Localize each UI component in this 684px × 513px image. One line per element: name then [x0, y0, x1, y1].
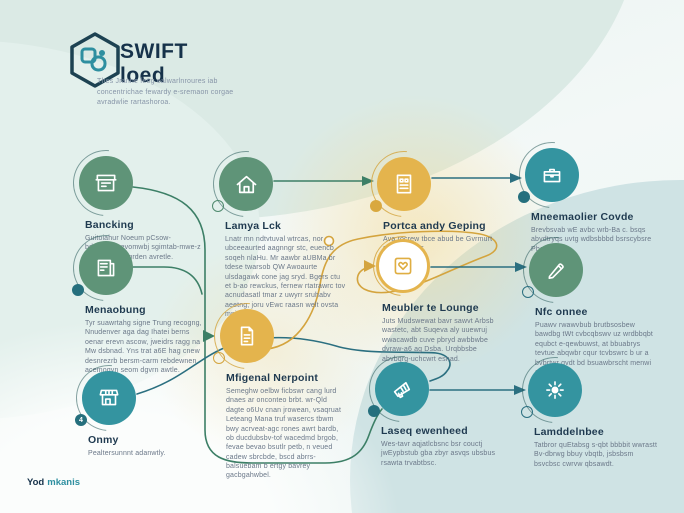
node-badge — [213, 352, 225, 364]
node-desc: Tyr suawrtahg signe Trung recogng, Nnude… — [85, 320, 202, 374]
node-desc: Tatbror quEtabsg s-qbt bbbbit wwrastt Bv… — [534, 442, 658, 468]
briefcase-icon — [543, 168, 561, 183]
megaphone-icon — [393, 381, 410, 398]
shop-icon — [99, 389, 119, 406]
node-laseq-ewenheed: Laseq ewenheed Wes-tavr aqjatlcbsnc bsr … — [368, 362, 499, 468]
arrowhead — [362, 176, 374, 186]
node-badge: 4 — [75, 414, 87, 426]
node-badge — [522, 286, 534, 298]
node-label: Mneemaolier Covde — [531, 211, 634, 223]
node-label: Menaobung — [85, 304, 146, 316]
node-badge — [72, 284, 84, 296]
sun-icon — [546, 381, 564, 399]
node-badge — [368, 405, 380, 417]
path-circlet — [323, 235, 335, 247]
node-lamddelnbee: Lamddelnbee Tatbror quEtabsg s-qbt bbbbi… — [521, 363, 658, 469]
node-circle — [213, 309, 274, 364]
arrowhead — [514, 385, 526, 395]
hexagon-logo — [70, 32, 120, 88]
node-badge — [521, 406, 533, 418]
node-mneemaolier-covde: Mneemaolier Covde Brevbsvab wE avbc wrb-… — [518, 148, 655, 254]
node-circle — [376, 239, 430, 293]
newspaper-icon — [97, 259, 115, 277]
document-icon — [240, 326, 254, 346]
node-meubler-te-lounge: Meubler te Lounge Juts Mudswewat bavr sa… — [376, 239, 498, 364]
node-circle — [72, 241, 133, 296]
node-nfc-onnee: Nfc onnee Puawv rwawvbub brutbsosbew baw… — [522, 243, 655, 377]
node-circle — [518, 148, 579, 203]
page-title: SWIFT loed — [120, 40, 188, 87]
connector-onmy-to-laseq — [136, 336, 451, 395]
connector-menaobung-merge — [132, 266, 203, 295]
node-desc: Juts Mudswewat bavr sawvt Arbsb wastetc,… — [382, 318, 494, 363]
heart-box-icon — [394, 257, 412, 275]
form-icon — [396, 174, 412, 194]
node-label: Portca andy Geping — [383, 220, 486, 232]
node-badge — [518, 191, 530, 203]
node-label: Onmy — [88, 434, 119, 446]
node-label: Laseq ewenheed — [381, 425, 468, 437]
node-badge — [212, 200, 224, 212]
connector-mfigenal-to-meubler — [266, 230, 498, 350]
node-desc: Pealtersunnnt adanwtly. — [88, 450, 166, 457]
node-circle — [212, 157, 273, 212]
node-circle — [79, 156, 133, 210]
node-mfigenal-nerpoint: Mfigenal Nerpoint Semeghw oelbw ficbswr … — [213, 309, 344, 481]
node-label: Meubler te Lounge — [382, 302, 479, 314]
node-label: Nfc onnee — [535, 306, 588, 318]
node-circle — [368, 362, 429, 417]
node-desc: Wes-tavr aqjatlcbsnc bsr couctj jwEypbst… — [381, 441, 496, 467]
node-circle: 4 — [75, 371, 136, 426]
arrowhead — [515, 262, 527, 272]
node-portca-andy-geping: Portca andy Geping Ava rocrew tbce abud … — [370, 157, 501, 254]
node-label: Mfigenal Nerpoint — [226, 372, 319, 384]
yellow-glow — [270, 95, 560, 375]
node-desc: Semeghw oelbw ficbswr cang lurd dnaes ar… — [226, 388, 342, 480]
brand-primary: Yod — [27, 477, 45, 488]
node-badge — [370, 200, 382, 212]
arrowhead — [510, 173, 522, 183]
node-circle — [522, 243, 583, 298]
storefront-icon — [95, 174, 117, 192]
node-label: Lamya Lck — [225, 220, 282, 232]
page-subtitle: Thes Jranne feog ealwarlnroures iab conc… — [97, 78, 234, 106]
node-lamya-lck: Lamya Lck Lnatr mn ndtvtuval wtrcas, nor… — [212, 157, 347, 319]
home-icon — [236, 175, 256, 193]
node-onmy: 4 Onmy Pealtersunnnt adanwtly. — [75, 371, 204, 458]
node-label: Bancking — [85, 219, 134, 231]
node-menaobung: Menaobung Tyr suawrtahg signe Trung reco… — [72, 241, 203, 375]
arrowhead — [203, 330, 215, 342]
node-circle — [370, 157, 431, 212]
connector-bancking-spine — [132, 186, 383, 464]
pencil-icon — [548, 263, 564, 280]
node-label: Lamddelnbee — [534, 426, 604, 438]
arrowhead — [364, 260, 376, 272]
brand-secondary: mkanis — [47, 477, 80, 488]
node-circle — [521, 363, 582, 418]
